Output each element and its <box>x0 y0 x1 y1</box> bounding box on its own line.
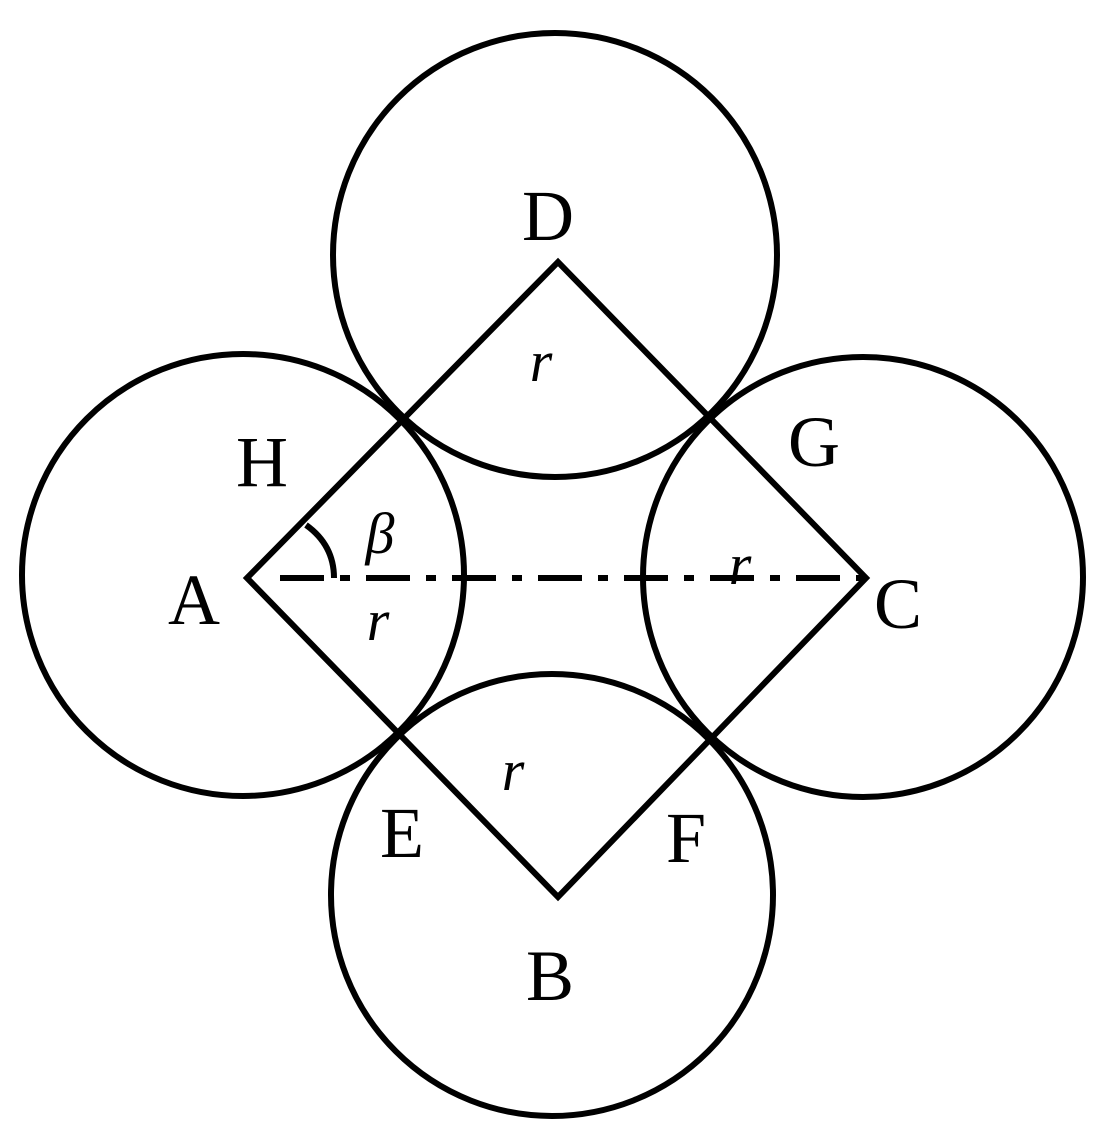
label-f: F <box>666 798 706 878</box>
radius-label-bottom: r <box>502 738 525 803</box>
radius-label-right: r <box>729 532 752 597</box>
angle-beta-arc <box>304 522 337 579</box>
label-e: E <box>380 793 424 873</box>
label-d: D <box>522 176 574 256</box>
circle-b <box>328 671 776 1119</box>
label-a: A <box>168 560 220 640</box>
label-b: B <box>526 936 574 1016</box>
angle-beta-label: β <box>365 501 395 566</box>
label-c: C <box>874 564 922 644</box>
label-h: H <box>236 422 288 502</box>
radius-label-top: r <box>530 329 553 394</box>
square-adcb <box>242 257 871 902</box>
radius-label-left: r <box>367 588 390 653</box>
circle-d <box>330 30 780 480</box>
label-g: G <box>788 402 840 482</box>
